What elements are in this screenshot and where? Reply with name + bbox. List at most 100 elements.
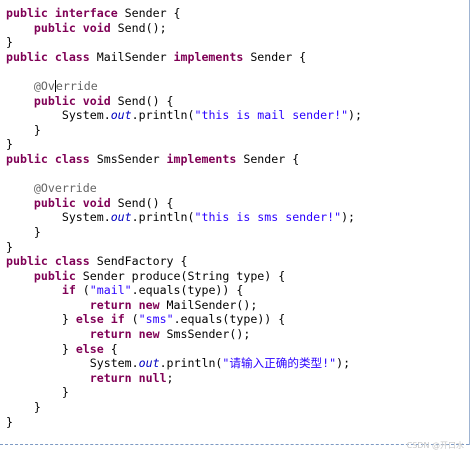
code-line[interactable]: } — [6, 137, 362, 152]
code-token: MailSender — [89, 49, 174, 64]
code-token: .equals(type)) { — [131, 283, 244, 298]
code-token — [6, 269, 34, 283]
annotation-token: erride — [55, 78, 98, 93]
code-token: System. — [6, 210, 111, 225]
code-line[interactable]: } else { — [6, 342, 362, 357]
code-line[interactable]: System.out.println("this is sms sender!"… — [6, 210, 362, 225]
code-line[interactable]: if ("mail".equals(type)) { — [6, 283, 362, 298]
code-area[interactable]: public interface Sender { public void Se… — [6, 6, 362, 429]
code-token: } — [6, 239, 13, 254]
code-line[interactable]: } — [6, 35, 362, 50]
code-token: Sender { — [117, 6, 181, 20]
string-token: "请输入正确的类型!" — [222, 356, 337, 371]
code-token: System. — [6, 356, 139, 371]
code-token: } — [6, 137, 13, 152]
code-token: } — [6, 312, 76, 327]
annotation-token: @Ov — [33, 78, 55, 93]
code-line[interactable]: } — [6, 385, 362, 400]
code-token: .println( — [131, 108, 195, 123]
code-token: ); — [336, 356, 351, 371]
code-line[interactable]: public void Send() { — [6, 196, 362, 211]
keyword-token: else if — [75, 312, 125, 327]
code-token: ( — [124, 312, 139, 327]
keyword-token: public interface — [6, 6, 118, 20]
code-token: { — [103, 341, 118, 356]
keyword-token: public class — [6, 254, 90, 269]
code-token — [6, 196, 34, 210]
code-token — [6, 283, 62, 297]
code-token — [6, 79, 34, 93]
code-line[interactable]: public void Send() { — [6, 94, 362, 109]
keyword-token: return null — [89, 370, 167, 385]
code-token — [6, 94, 34, 108]
code-line[interactable]: public void Send(); — [6, 21, 362, 36]
keyword-token: public void — [33, 93, 111, 108]
keyword-token: return new — [89, 297, 160, 312]
code-token: } — [6, 122, 41, 137]
keyword-token: else — [75, 341, 104, 356]
code-line[interactable]: public interface Sender { — [6, 6, 362, 21]
code-token — [6, 298, 90, 312]
code-line[interactable]: @Override — [6, 181, 362, 196]
keyword-token: public void — [33, 195, 111, 210]
code-line[interactable]: } else if ("sms".equals(type)) { — [6, 312, 362, 327]
keyword-token: public void — [33, 20, 111, 35]
code-token: ); — [341, 210, 356, 225]
code-line[interactable]: } — [6, 415, 362, 430]
keyword-token: public class — [6, 151, 90, 166]
field-token: out — [110, 108, 132, 123]
keyword-token: public class — [6, 49, 90, 64]
code-line[interactable]: return new SmsSender(); — [6, 327, 362, 342]
code-token: MailSender(); — [159, 297, 258, 312]
code-line[interactable]: return new MailSender(); — [6, 298, 362, 313]
code-token: } — [6, 341, 76, 356]
code-token — [6, 21, 34, 35]
field-token: out — [110, 210, 132, 225]
string-token: "mail" — [89, 283, 132, 298]
code-token — [6, 371, 90, 385]
code-line[interactable]: public class SendFactory { — [6, 254, 362, 269]
code-line[interactable]: } — [6, 240, 362, 255]
code-token — [6, 327, 90, 341]
code-token — [6, 181, 34, 195]
code-token: .println( — [159, 356, 223, 371]
code-token: SendFactory { — [89, 254, 188, 269]
code-token: } — [6, 35, 13, 50]
code-token: ( — [75, 283, 90, 298]
code-line[interactable]: } — [6, 225, 362, 240]
code-line[interactable] — [6, 167, 362, 182]
code-token: Send() { — [110, 195, 174, 210]
code-line[interactable]: public Sender produce(String type) { — [6, 269, 362, 284]
code-token: Sender { — [243, 49, 307, 64]
code-line[interactable]: } — [6, 400, 362, 415]
code-line[interactable]: public class MailSender implements Sende… — [6, 50, 362, 65]
string-token: "this is mail sender!" — [194, 108, 349, 123]
code-token: SmsSender — [89, 151, 167, 166]
keyword-token: implements — [173, 49, 244, 64]
keyword-token: return new — [89, 327, 160, 342]
code-line[interactable]: System.out.println("请输入正确的类型!"); — [6, 356, 362, 371]
text-caret — [54, 80, 56, 93]
code-token: Sender { — [236, 151, 300, 166]
code-token: } — [6, 400, 41, 415]
code-line[interactable]: @Override — [6, 79, 362, 94]
code-token: .equals(type)) { — [173, 312, 286, 327]
code-token: ); — [348, 108, 363, 123]
annotation-token: @Override — [33, 181, 97, 196]
code-token: } — [6, 385, 69, 400]
code-token: .println( — [131, 210, 195, 225]
code-line[interactable]: System.out.println("this is mail sender!… — [6, 108, 362, 123]
code-token: } — [6, 414, 13, 429]
code-token: Send(); — [110, 20, 167, 35]
editor-bottom-border — [0, 444, 469, 445]
code-line[interactable]: public class SmsSender implements Sender… — [6, 152, 362, 167]
field-token: out — [138, 356, 160, 371]
keyword-token: public — [33, 268, 76, 283]
code-line[interactable]: return null; — [6, 371, 362, 386]
string-token: "this is sms sender!" — [194, 210, 342, 225]
code-line[interactable]: } — [6, 123, 362, 138]
code-line[interactable] — [6, 64, 362, 79]
code-token: System. — [6, 108, 111, 123]
code-token: } — [6, 224, 41, 239]
